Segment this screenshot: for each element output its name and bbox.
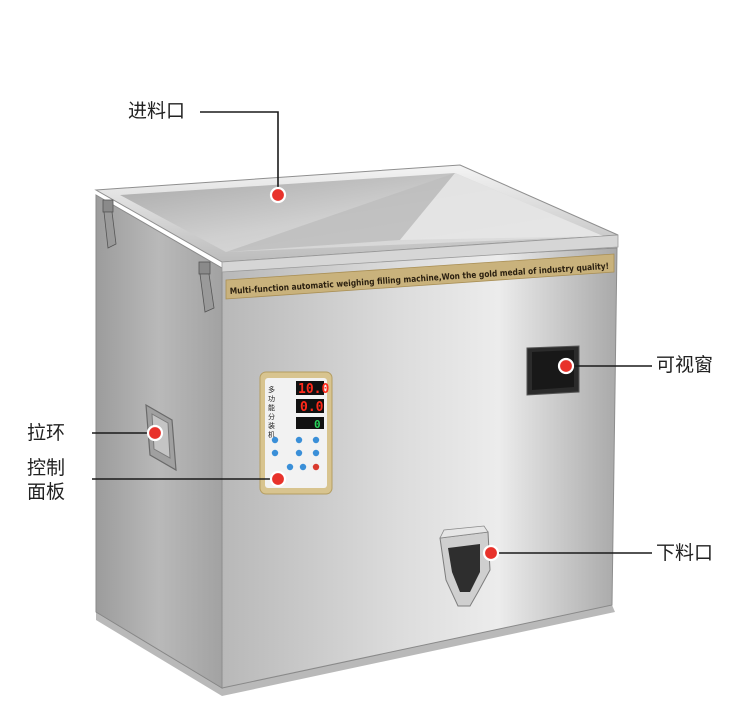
- control-panel[interactable]: 多 功 能 分 装 机 10.0 0.0 0: [259, 371, 333, 495]
- display-top: 10.0: [298, 382, 329, 397]
- label-control-panel: 控制 面板: [27, 456, 65, 504]
- marker-inlet: [269, 186, 287, 204]
- panel-buttons[interactable]: [271, 436, 320, 471]
- panel-title-char: 机: [268, 430, 275, 439]
- callout-lines: [92, 111, 652, 554]
- banner-strip: [225, 253, 615, 300]
- callout-markers: [146, 186, 575, 562]
- hopper-inner-wall: [226, 173, 455, 252]
- panel-title-char: 功: [268, 394, 275, 403]
- hopper-inner-wall-right: [400, 173, 603, 240]
- marker-pull-ring: [146, 424, 164, 442]
- label-outlet: 下料口: [656, 542, 714, 564]
- marker-control-panel: [269, 470, 287, 488]
- label-window: 可视窗: [656, 354, 714, 376]
- display-mid: 0.0: [300, 400, 324, 415]
- label-control-panel-line1: 控制: [27, 457, 66, 479]
- latch-left-icon: [102, 199, 117, 249]
- label-control-panel-line2: 面板: [27, 481, 66, 503]
- panel-title-char: 分: [268, 412, 275, 421]
- panel-title-char: 多: [268, 385, 275, 394]
- hopper-front-lip: [221, 234, 619, 273]
- display-bottom: 0: [314, 418, 321, 431]
- panel-title-char: 装: [268, 421, 275, 430]
- label-pull-ring: 拉环: [27, 422, 66, 444]
- label-inlet: 进料口: [128, 100, 186, 122]
- panel-title-char: 能: [268, 403, 275, 412]
- callout-line-inlet: [200, 111, 279, 193]
- latch-right-icon: [198, 261, 215, 313]
- marker-window: [557, 357, 575, 375]
- discharge-outlet: [439, 525, 491, 607]
- marker-outlet: [482, 544, 500, 562]
